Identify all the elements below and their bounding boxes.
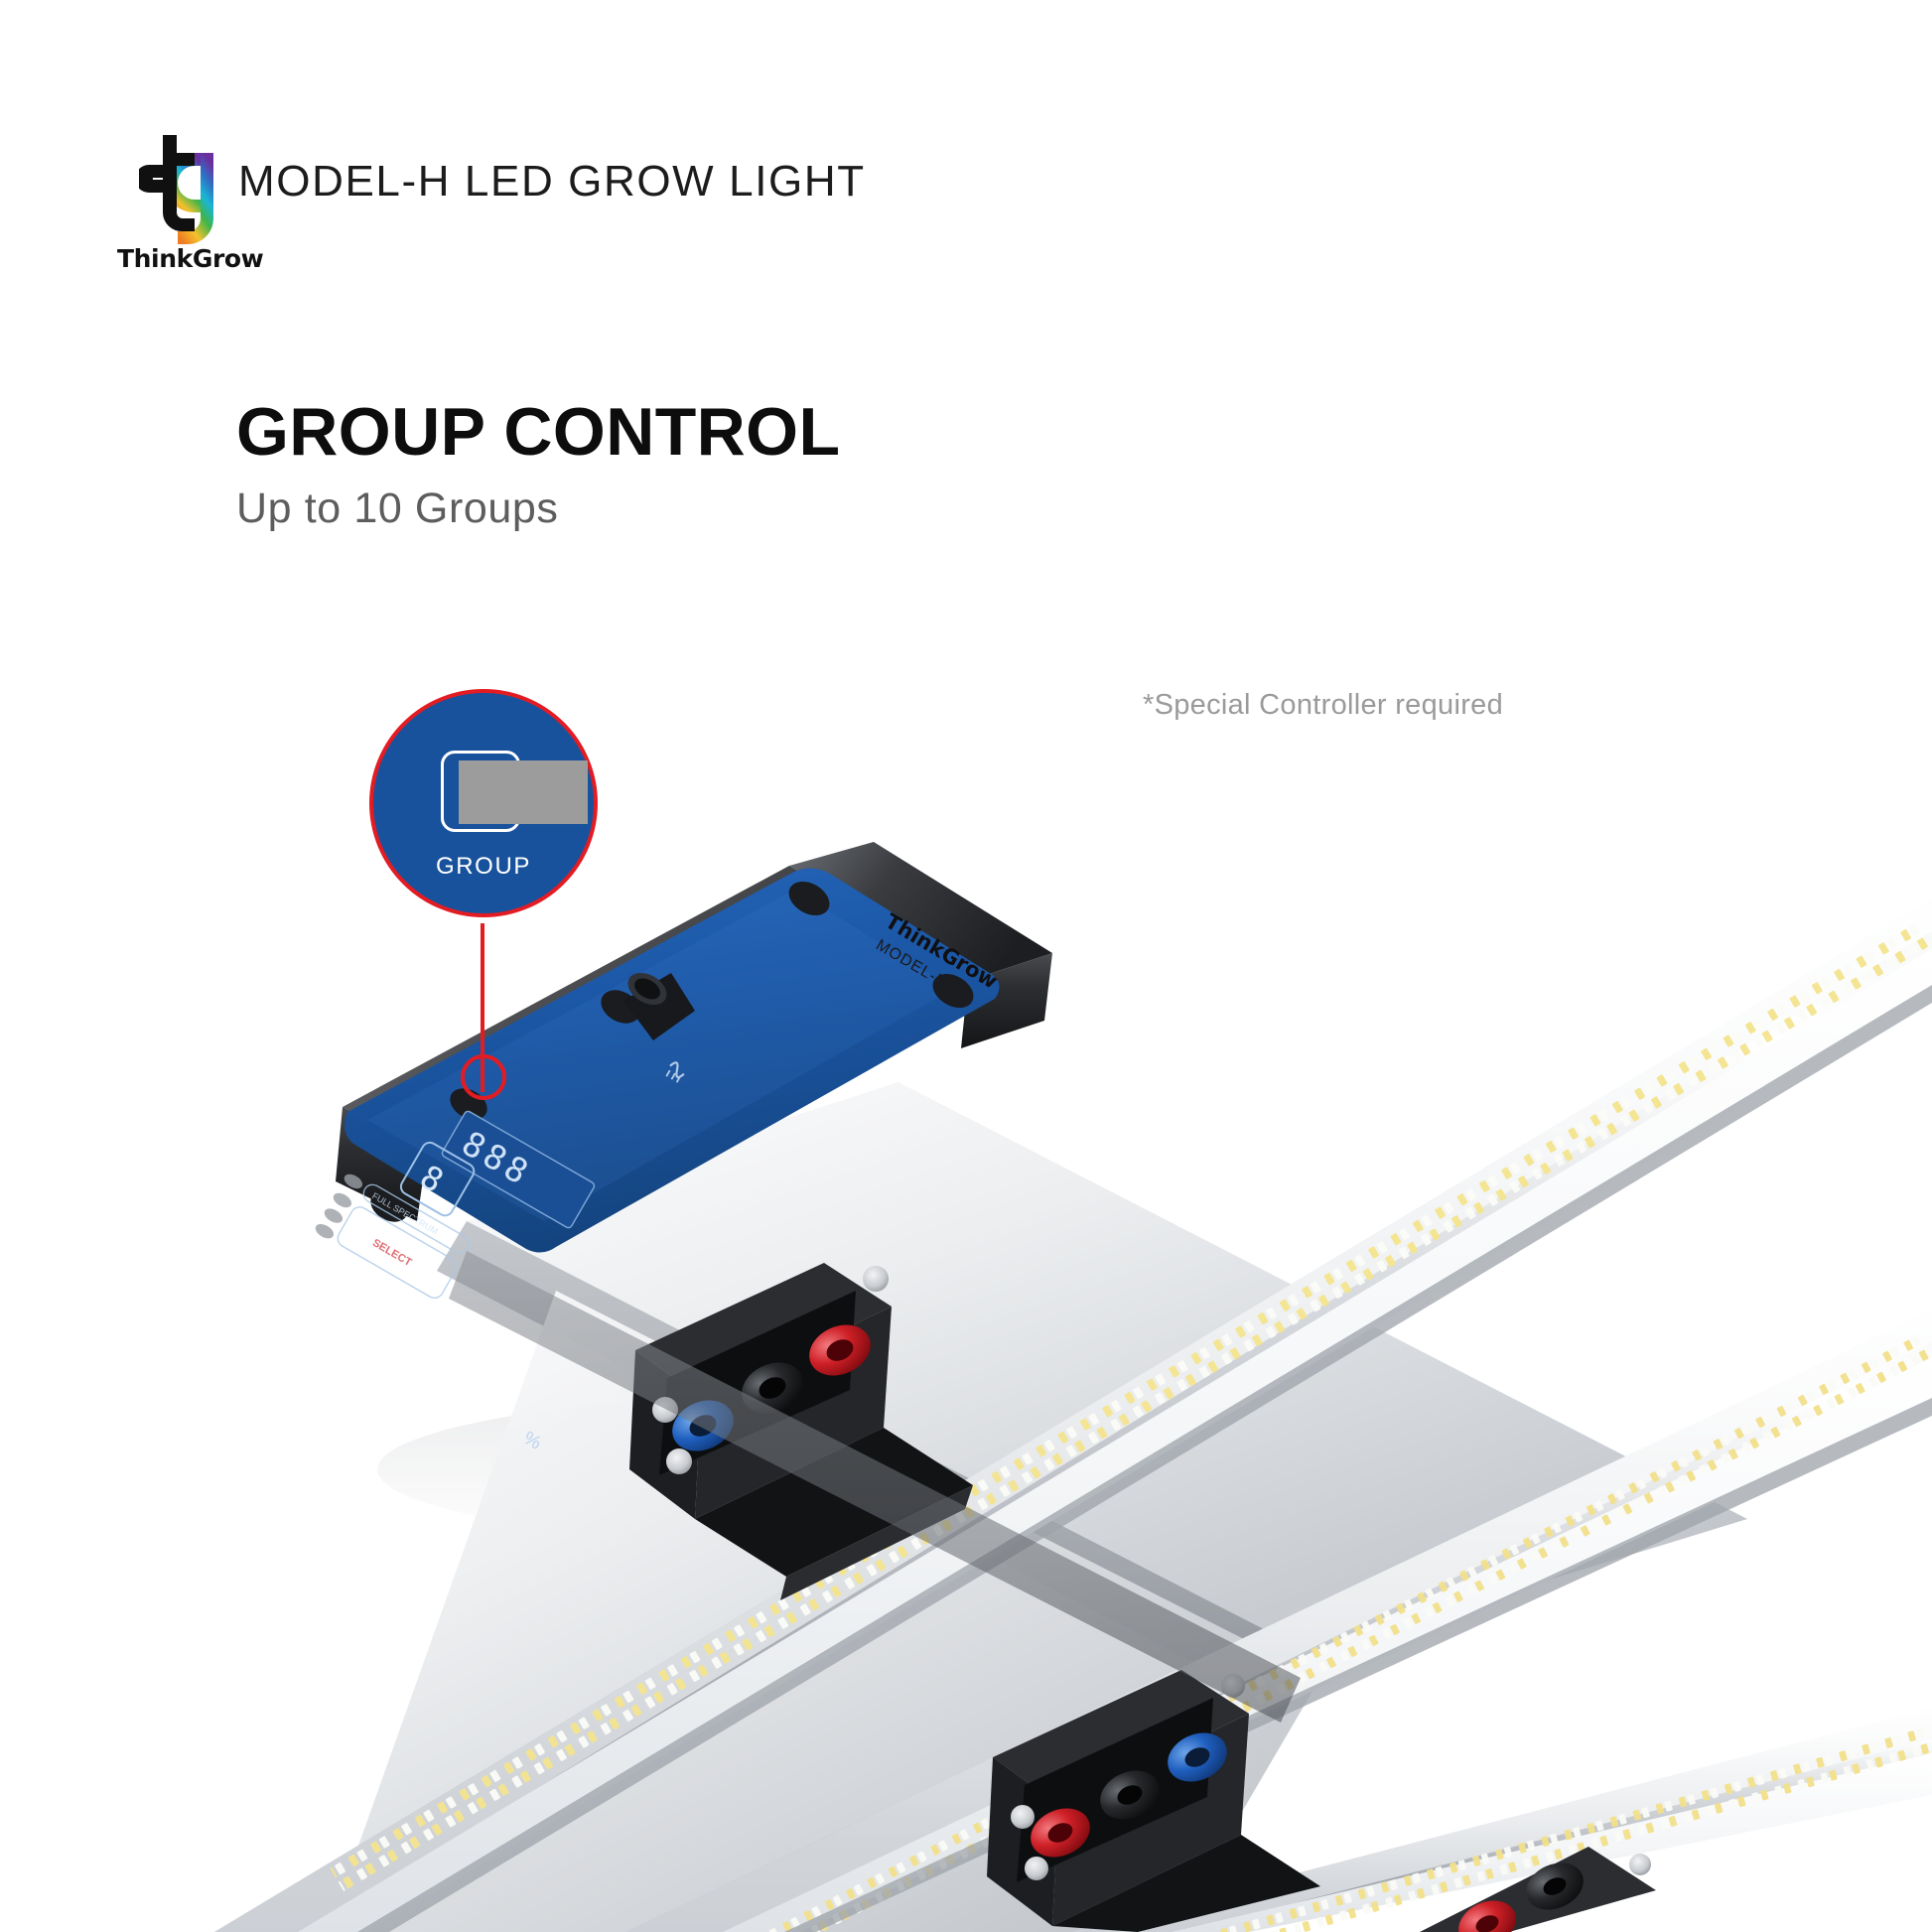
product-photo: ThinkGrow MODEL-H (0, 755, 1932, 1932)
screw (863, 1266, 889, 1292)
jack-red (809, 1324, 871, 1376)
page-title: MODEL-H LED GROW LIGHT (238, 157, 866, 206)
boss-2 (932, 973, 974, 1009)
jack-red-3 (1458, 1900, 1516, 1932)
boss-1 (788, 881, 830, 916)
brand-wordmark: ThinkGrow (117, 244, 264, 273)
driver-control-panel: ThinkGrow MODEL-H (315, 868, 1002, 1454)
connector-block-3 (1420, 1847, 1656, 1932)
brand-header: ThinkGrow MODEL-H LED GROW LIGHT (117, 127, 993, 276)
section-headline: GROUP CONTROL (236, 394, 841, 470)
screw (1011, 1805, 1035, 1829)
led-bar-1 (214, 898, 1932, 1932)
jack-red-2 (1031, 1808, 1090, 1858)
group-callout: GROUP (369, 689, 606, 925)
screw (666, 1449, 692, 1474)
jack-black-3 (1526, 1863, 1584, 1910)
callout-label: GROUP (435, 853, 531, 880)
group-lcd-panel (459, 760, 588, 824)
section-subhead: Up to 10 Groups (236, 484, 559, 532)
fixture-frame-top (467, 1082, 1747, 1653)
cable-gland (623, 972, 695, 1040)
jack-black-2 (1100, 1770, 1160, 1820)
dimming-icon (665, 1061, 685, 1083)
thinkgrow-logo-icon (135, 127, 230, 244)
screw (1629, 1854, 1651, 1875)
frame-grey-band (449, 1251, 1301, 1723)
footnote-special-controller: *Special Controller required (1143, 689, 1504, 721)
screw (1025, 1857, 1048, 1880)
callout-leader-line (481, 923, 484, 1092)
svg-text:SELECT: SELECT (370, 1237, 414, 1269)
callout-target-ring (461, 1054, 506, 1100)
jack-blue-2 (1168, 1732, 1227, 1782)
connector-block-2 (987, 1670, 1320, 1932)
